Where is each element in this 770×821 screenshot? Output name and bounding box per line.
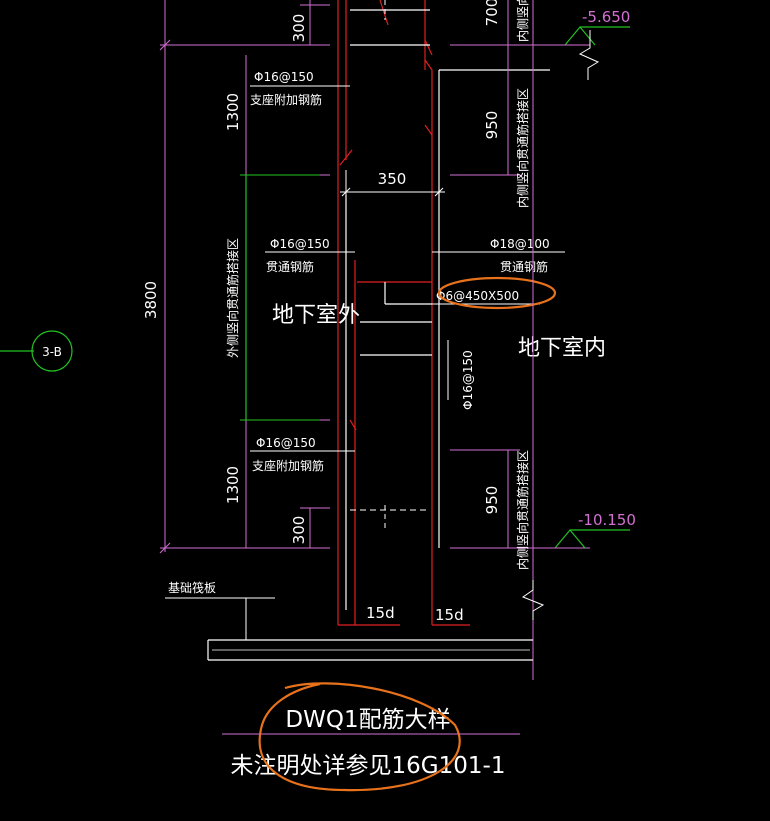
zone-inside: 地下室内 (518, 336, 606, 361)
right-dim-ladder (450, 0, 590, 680)
elevation-marker-top (564, 26, 630, 46)
left-dimension-3800 (159, 0, 330, 554)
elevation-bottom: -10.150 (578, 511, 636, 529)
dim-wall-thickness: 350 (378, 170, 407, 188)
break-line-bottom (521, 580, 545, 620)
elevation-marker-bottom (554, 529, 630, 549)
label-upper-support: Φ16@150 (254, 70, 314, 84)
dim-wall-thickness-line (340, 170, 445, 200)
outer-splice-label: 外侧竖向贯通筋搭接区 (225, 238, 240, 358)
inner-splice-lower-label: 内侧竖向贯通筋搭接区 (515, 450, 530, 570)
wall-rebar (337, 0, 470, 626)
dim-total-height: 3800 (142, 281, 160, 319)
dim-inner-upper: 950 (483, 111, 501, 140)
elevation-top: -5.650 (582, 8, 630, 26)
label-upper-support-desc: 支座附加钢筋 (250, 92, 322, 107)
label-tie: Φ6@450X500 (436, 289, 519, 303)
drawing-title: DWQ1配筋大样 (285, 707, 450, 733)
foundation-slab (207, 639, 533, 661)
zone-outside: 地下室外 (272, 303, 360, 328)
dim-upper-anchor: 1300 (224, 93, 242, 131)
dim-lower-anchor: 1300 (224, 466, 242, 504)
title-highlight-circle (258, 682, 461, 792)
label-inner-through: Φ18@100 (490, 237, 550, 251)
axis-tag: 3-B (42, 345, 62, 359)
axis-circle (31, 330, 73, 372)
dim-inner-lower: 950 (483, 486, 501, 515)
tie-highlight-circle (437, 276, 557, 310)
label-inner-through-desc: 贯通钢筋 (500, 259, 548, 274)
wall-dashed-ties (350, 9, 430, 511)
label-lower-support: Φ16@150 (256, 436, 316, 450)
dim-top-offset: 300 (290, 14, 308, 43)
anchor-left: 15d (366, 604, 395, 622)
inner-splice-upper-label: 内侧竖向贯通筋搭接区 (515, 88, 530, 208)
label-horizontal: Φ16@150 (461, 350, 475, 410)
dim-top-partial: 700 (483, 0, 501, 26)
inner-top-partial-label: 内侧竖向 (515, 0, 530, 42)
break-line-top (578, 30, 600, 80)
label-outer-through-desc: 贯通钢筋 (266, 259, 314, 274)
anchor-right: 15d (435, 606, 464, 624)
label-outer-through: Φ16@150 (270, 237, 330, 251)
foundation-label: 基础筏板 (168, 581, 216, 595)
dim-bottom-offset: 300 (290, 516, 308, 545)
label-lower-support-desc: 支座附加钢筋 (252, 458, 324, 473)
drawing-note: 未注明处详参见16G101-1 (231, 753, 506, 779)
